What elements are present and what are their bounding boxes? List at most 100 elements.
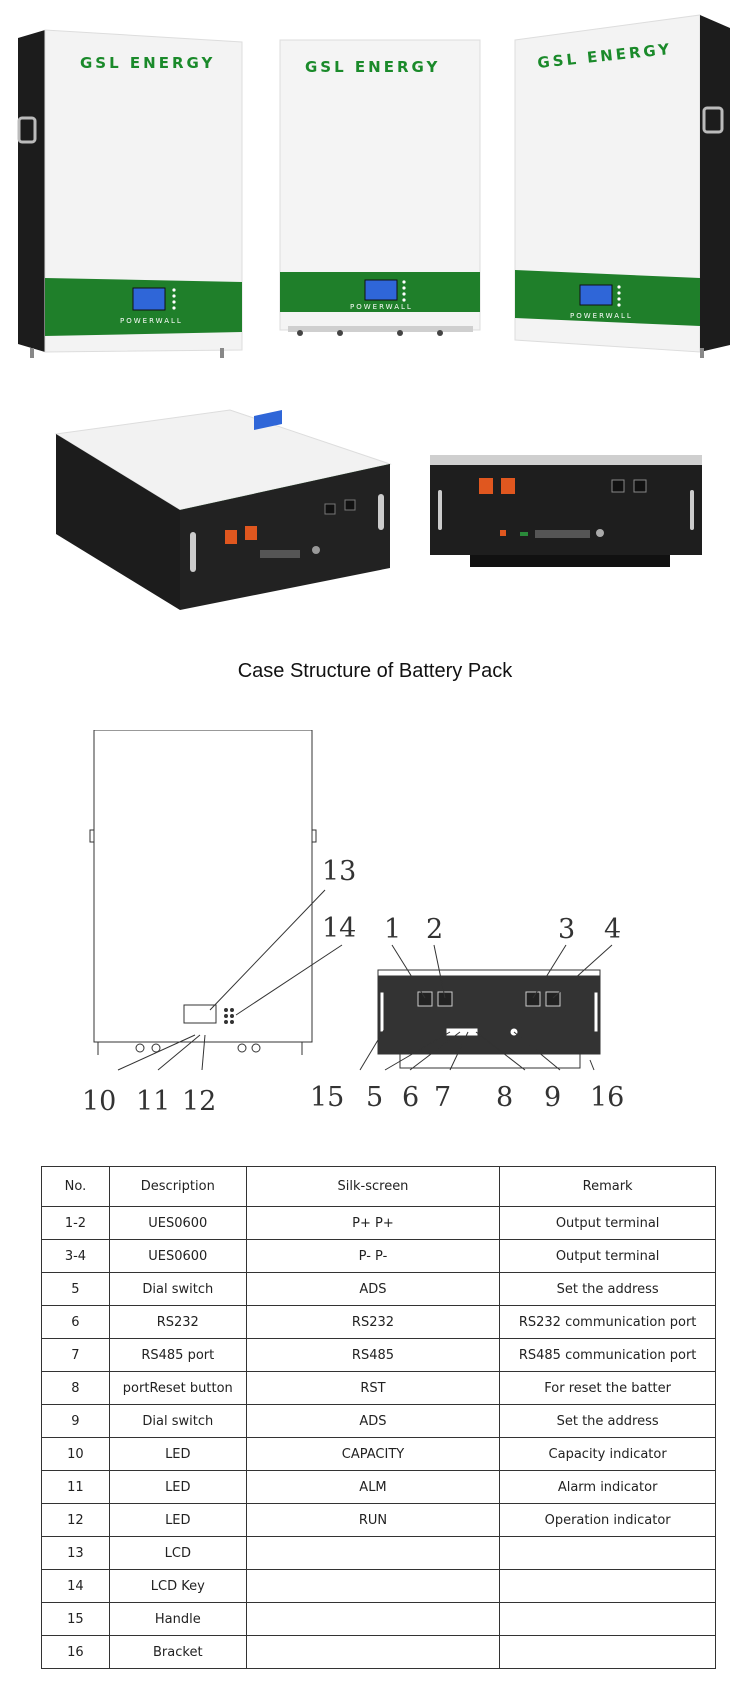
lcd-screen-icon <box>254 410 282 431</box>
callout-16: 16 <box>590 1082 624 1113</box>
cell-remark: Operation indicator <box>499 1503 716 1537</box>
callout-3: 3 <box>558 914 575 945</box>
header-silk-screen: Silk-screen <box>245 1166 501 1207</box>
cell-no: 9 <box>41 1404 110 1438</box>
cell-silk-screen <box>245 1569 501 1603</box>
callout-4: 4 <box>604 914 621 945</box>
case-structure-diagram: 1 2 3 4 5 6 7 8 9 10 11 12 13 14 15 16 <box>82 730 624 1117</box>
cell-description: LCD <box>108 1536 247 1570</box>
callout-9: 9 <box>544 1082 561 1113</box>
cell-description: LED <box>108 1437 247 1471</box>
cell-remark: Set the address <box>499 1272 716 1306</box>
cell-remark <box>499 1569 716 1603</box>
cell-no: 12 <box>41 1503 110 1537</box>
cell-description: RS232 <box>108 1305 247 1339</box>
case-panel-view-drawing <box>377 969 601 1069</box>
handle-icon <box>17 116 37 144</box>
cell-remark <box>499 1536 716 1570</box>
cell-silk-screen: RS485 <box>245 1338 501 1372</box>
header-description: Description <box>108 1166 247 1207</box>
model-label: POWERWALL <box>570 312 633 320</box>
cell-no: 3-4 <box>41 1239 110 1273</box>
handle-icon <box>690 490 694 530</box>
handle-icon <box>702 106 724 134</box>
cell-no: 5 <box>41 1272 110 1306</box>
handle-icon <box>438 490 442 530</box>
lcd-screen-icon <box>132 287 166 311</box>
cell-description: Handle <box>108 1602 247 1636</box>
callout-6: 6 <box>402 1082 419 1113</box>
positive-terminal-icon <box>479 478 493 494</box>
cell-no: 13 <box>41 1536 110 1570</box>
cell-remark: RS485 communication port <box>499 1338 716 1372</box>
cell-silk-screen: ADS <box>245 1272 501 1306</box>
product-photos-flat-row <box>54 409 702 610</box>
cell-remark: Capacity indicator <box>499 1437 716 1471</box>
callout-5: 5 <box>366 1082 383 1113</box>
battery-unit-front: GSL ENERGY POWERWALL <box>279 39 481 336</box>
cell-description: UES0600 <box>108 1206 247 1240</box>
lcd-screen-icon <box>364 279 398 301</box>
cell-description: UES0600 <box>108 1239 247 1273</box>
callout-14: 14 <box>322 913 356 944</box>
model-label: POWERWALL <box>350 303 413 311</box>
header-no: No. <box>41 1166 110 1207</box>
lcd-drawing <box>183 1004 217 1024</box>
callout-leader-lines <box>117 889 613 1071</box>
cell-silk-screen: ALM <box>245 1470 501 1504</box>
positive-terminal-icon <box>225 530 237 544</box>
cell-remark <box>499 1635 716 1669</box>
callout-7: 7 <box>434 1082 451 1113</box>
product-photos-front-row: GSL ENERGY POWERWALL GSL ENERGY POWERWAL… <box>17 14 730 358</box>
cell-remark: Alarm indicator <box>499 1470 716 1504</box>
section-title: Case Structure of Battery Pack <box>237 660 513 682</box>
negative-terminal-icon <box>633 479 647 493</box>
cell-no: 15 <box>41 1602 110 1636</box>
brand-logo: GSL ENERGY <box>305 58 440 76</box>
cell-no: 11 <box>41 1470 110 1504</box>
callout-10: 10 <box>82 1086 116 1117</box>
cell-silk-screen: CAPACITY <box>245 1437 501 1471</box>
cell-silk-screen: P- P- <box>245 1239 501 1273</box>
battery-front-panel <box>430 455 702 567</box>
positive-terminal-icon <box>501 478 515 494</box>
brand-logo: GSL ENERGY <box>80 54 215 72</box>
cell-remark: Output terminal <box>499 1206 716 1240</box>
battery-unit-right-angle: GSL ENERGY POWERWALL <box>514 14 730 358</box>
negative-terminal-icon <box>611 479 625 493</box>
battery-unit-left-angle: GSL ENERGY POWERWALL <box>17 29 243 358</box>
negative-terminal-icon <box>324 503 336 515</box>
cell-no: 6 <box>41 1305 110 1339</box>
callout-2: 2 <box>426 914 443 945</box>
battery-unit-flat <box>54 409 392 610</box>
cell-silk-screen <box>245 1536 501 1570</box>
cell-remark: Set the address <box>499 1404 716 1438</box>
cell-remark: RS232 communication port <box>499 1305 716 1339</box>
table-header-row: No. Description Silk-screen Remark <box>41 1166 716 1207</box>
cell-remark: Output terminal <box>499 1239 716 1273</box>
cell-silk-screen: ADS <box>245 1404 501 1438</box>
callout-12: 12 <box>182 1086 216 1117</box>
cell-no: 10 <box>41 1437 110 1471</box>
cell-no: 1-2 <box>41 1206 110 1240</box>
cell-no: 7 <box>41 1338 110 1372</box>
cell-silk-screen: RUN <box>245 1503 501 1537</box>
callout-1: 1 <box>384 914 401 945</box>
positive-terminal-icon <box>245 526 257 540</box>
callout-13: 13 <box>322 856 356 887</box>
case-front-view-drawing <box>89 730 317 1055</box>
